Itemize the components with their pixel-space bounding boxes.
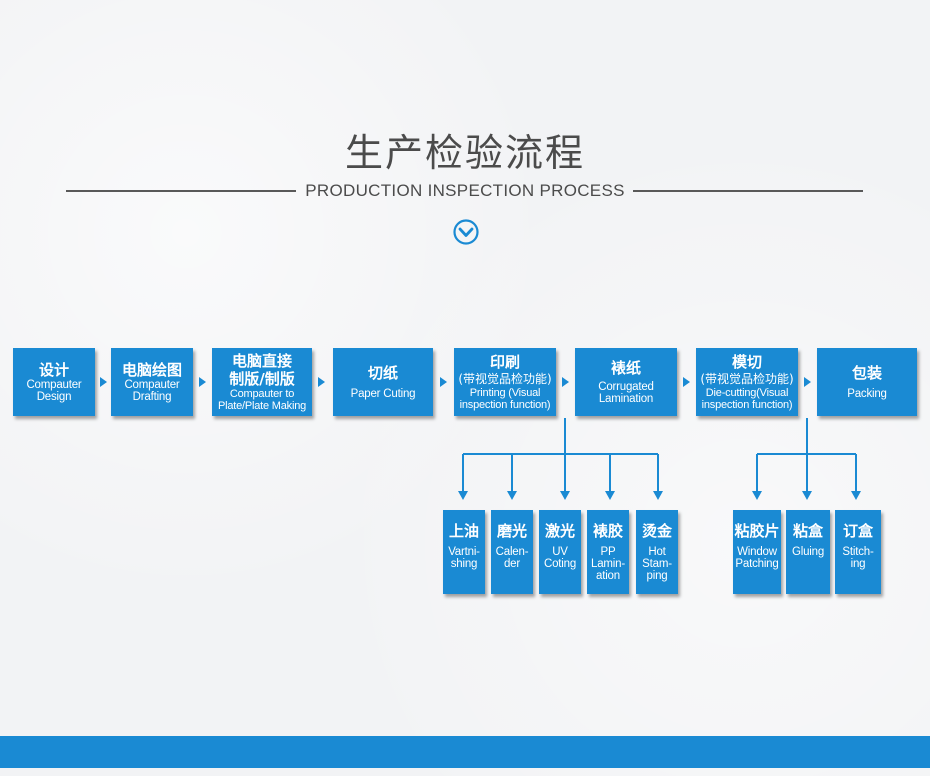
arrow-right-icon [318, 377, 325, 387]
substep-label-cn: 粘胶片 [734, 522, 780, 540]
substep-calender: 磨光 Calen- der [491, 510, 533, 594]
subtitle-right-rule [633, 190, 863, 192]
step-label-note: (带视觉品检功能) [700, 372, 794, 386]
page-title: 生产检验流程 [344, 131, 585, 175]
substep-varnishing: 上油 Vartni- shing [443, 510, 485, 594]
step-label-cn: 电脑绘图 [121, 361, 182, 379]
substep-label-en: Gluing [791, 546, 825, 558]
subtitle-left-rule [66, 190, 296, 192]
footer-bar [0, 736, 930, 768]
substep-label-cn: 裱胶 [592, 522, 623, 540]
step-die-cutting: 模切 (带视觉品检功能) Die-cutting(Visual inspecti… [696, 348, 798, 416]
arrow-right-icon [199, 377, 206, 387]
step-label-cn: 印刷 [489, 353, 520, 371]
step-label-en: Packing [847, 388, 887, 400]
substep-label-cn: 粘盒 [792, 522, 823, 540]
substep-stitching: 订盒 Stitch- ing [835, 510, 881, 594]
step-label-en: Die-cutting(Visual inspection function) [701, 387, 793, 411]
step-label-en: Compauter to Plate/Plate Making [217, 388, 307, 412]
chevron-down-circle-icon [453, 219, 479, 245]
step-label-en: Paper Cuting [350, 388, 416, 400]
arrow-right-icon [804, 377, 811, 387]
substep-gluing: 粘盒 Gluing [786, 510, 830, 594]
substep-uv-coating: 激光 UV Coting [539, 510, 581, 594]
arrow-right-icon [562, 377, 569, 387]
step-printing: 印刷 (带视觉品检功能) Printing (Visual inspection… [454, 348, 556, 416]
arrow-right-icon [683, 377, 690, 387]
step-packing: 包装 Packing [817, 348, 917, 416]
page-subtitle: PRODUCTION INSPECTION PROCESS [305, 181, 625, 200]
arrow-right-icon [440, 377, 447, 387]
substep-label-cn: 订盒 [842, 522, 873, 540]
substep-label-en: Vartni- shing [448, 546, 480, 570]
step-label-en: Printing (Visual inspection function) [459, 387, 551, 411]
step-label-en: Compauter Design [26, 379, 82, 403]
substep-pp-lamination: 裱胶 PP Lamin- ation [587, 510, 629, 594]
substep-label-cn: 磨光 [496, 522, 527, 540]
substep-label-en: Calen- der [495, 546, 529, 570]
step-label-en: Corrugated Lamination [598, 381, 654, 405]
step-plate-making: 电脑直接 制版/制版 Compauter to Plate/Plate Maki… [212, 348, 312, 416]
step-label-cn: 设计 [38, 361, 69, 379]
step-label-note: (带视觉品检功能) [458, 372, 552, 386]
substep-window-patching: 粘胶片 Window Patching [733, 510, 781, 594]
substep-label-cn: 烫金 [641, 522, 672, 540]
step-label-cn: 裱纸 [610, 359, 641, 377]
substep-label-en: Window Patching [735, 546, 779, 570]
step-corrugated-lamination: 裱纸 Corrugated Lamination [575, 348, 677, 416]
step-label-cn: 模切 [731, 353, 762, 371]
substep-label-cn: 激光 [544, 522, 575, 540]
step-label-cn: 切纸 [367, 364, 398, 382]
substep-label-en: Hot Stam- ping [642, 546, 672, 582]
substep-label-en: UV Coting [543, 546, 577, 570]
step-drafting: 电脑绘图 Compauter Drafting [111, 348, 193, 416]
step-label-cn: 包装 [851, 364, 882, 382]
substep-label-en: Stitch- ing [842, 546, 874, 570]
step-paper-cutting: 切纸 Paper Cuting [333, 348, 433, 416]
step-label-en: Compauter Drafting [124, 379, 180, 403]
substep-hot-stamping: 烫金 Hot Stam- ping [636, 510, 678, 594]
substep-label-en: PP Lamin- ation [591, 546, 625, 582]
step-design: 设计 Compauter Design [13, 348, 95, 416]
substep-label-cn: 上油 [448, 522, 479, 540]
step-label-cn: 电脑直接 制版/制版 [229, 352, 295, 388]
arrow-right-icon [100, 377, 107, 387]
